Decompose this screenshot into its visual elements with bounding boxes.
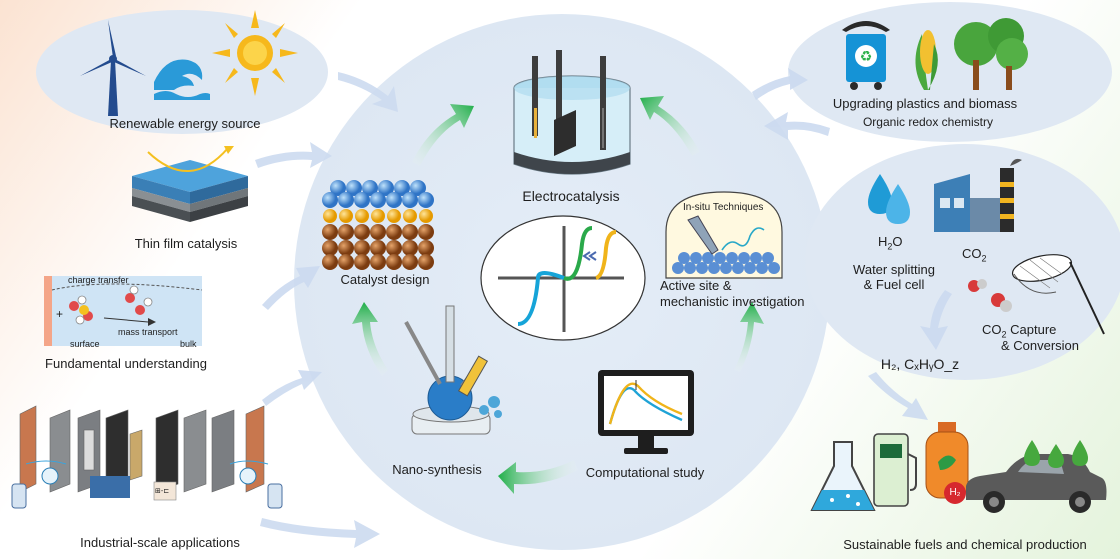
synthesis-flask-icon	[404, 305, 502, 435]
mass-transport-label: mass transport	[118, 327, 178, 337]
wind-turbine-icon	[80, 20, 146, 116]
organic-label: Organic redox chemistry	[862, 115, 994, 129]
catalyst-lattice-icon	[322, 180, 434, 270]
trees-icon	[954, 18, 1028, 90]
capture-label-2: & Conversion	[1000, 338, 1080, 353]
flask-icon	[810, 441, 876, 511]
fundamental-label: Fundamental understanding	[45, 356, 207, 371]
industrial-label: Industrial-scale applications	[80, 535, 240, 550]
product-formula-label: H₂, CₓHᵧO_z	[880, 356, 960, 372]
computer-monitor-icon	[598, 370, 694, 454]
water-splitting-label-2: & Fuel cell	[863, 277, 925, 292]
arrow-comp-to-active	[734, 302, 764, 372]
active-site-label-1: Active site &	[660, 278, 732, 293]
co2-molecule-icon	[968, 279, 1012, 312]
insitu-technique-icon	[665, 191, 783, 279]
surface-label: surface	[70, 339, 100, 349]
interface-diagram	[44, 276, 203, 346]
recycle-bin-icon: ♻	[842, 21, 890, 90]
outer-arrows	[255, 68, 952, 548]
co2-label: CO2	[962, 246, 987, 264]
capture-net-icon	[1011, 254, 1105, 335]
svg-text:♻: ♻	[860, 49, 873, 65]
wave-icon	[154, 59, 210, 100]
water-splitting-label-1: Water splitting	[853, 262, 935, 277]
arrow-nano-to-design	[352, 302, 388, 376]
capture-label-1: CO2 Capture	[982, 322, 1057, 340]
arrow-design-to-electro	[412, 104, 474, 166]
sustainable-label: Sustainable fuels and chemical productio…	[843, 537, 1087, 552]
catalyst-design-label: Catalyst design	[340, 272, 430, 287]
electrolyzer-stack-icon	[11, 405, 283, 509]
arrow-comp-to-nano	[498, 460, 578, 494]
h2o-label: H2O	[878, 234, 903, 252]
h2-badge: H₂	[944, 482, 966, 504]
electrocatalysis-label: Electrocatalysis	[522, 188, 620, 204]
computational-label: Computational study	[585, 465, 705, 480]
renewable-label: Renewable energy source	[109, 116, 261, 131]
water-drops-icon	[868, 174, 910, 224]
fuel-pump-icon	[873, 433, 917, 507]
active-site-label-2: mechanistic investigation	[660, 294, 805, 309]
factory-icon	[934, 158, 1022, 232]
upgrading-label: Upgrading plastics and biomass	[832, 96, 1018, 111]
bulk-label: bulk	[180, 339, 197, 349]
insitu-label: In-situ Techniques	[683, 202, 764, 213]
sun-icon	[212, 10, 298, 96]
beaker-icon	[513, 50, 631, 175]
nano-synthesis-label: Nano-synthesis	[392, 462, 482, 477]
arrow-active-to-electro	[640, 96, 700, 156]
plus-sign: +	[56, 307, 64, 321]
charge-transfer-label: charge transfer	[68, 275, 129, 285]
corn-icon	[915, 30, 938, 90]
ac-meter-label: ⊞-⊏	[155, 488, 170, 495]
leaf-drops-icon	[1024, 440, 1088, 468]
polarization-curve-icon	[480, 215, 646, 341]
thin-film-label: Thin film catalysis	[134, 236, 238, 251]
thin-film-icon	[132, 146, 248, 222]
